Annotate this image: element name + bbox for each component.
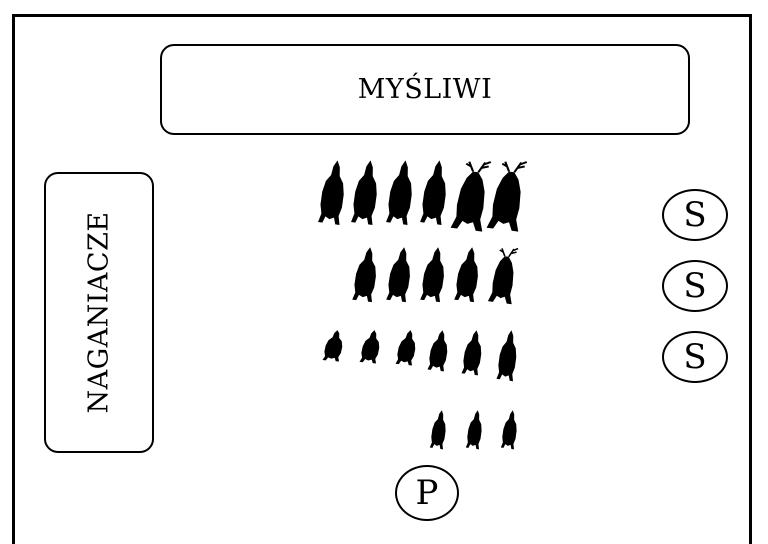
hunting-area-frame [12,14,752,544]
hunters-label: MYŚLIWI [357,74,493,105]
hunters-box: MYŚLIWI [160,44,690,135]
beaters-box: NAGANIACZE [44,172,154,453]
beaters-label: NAGANIACZE [83,211,115,414]
shooter-marker-2: S [662,260,728,312]
shooter-marker-1: S [662,189,728,241]
shooter-marker-label: S [683,337,707,377]
p-marker-label: P [415,473,439,513]
shooter-marker-label: S [683,195,707,235]
p-marker: P [395,465,459,521]
shooter-marker-label: S [683,266,707,306]
shooter-marker-3: S [662,331,728,383]
